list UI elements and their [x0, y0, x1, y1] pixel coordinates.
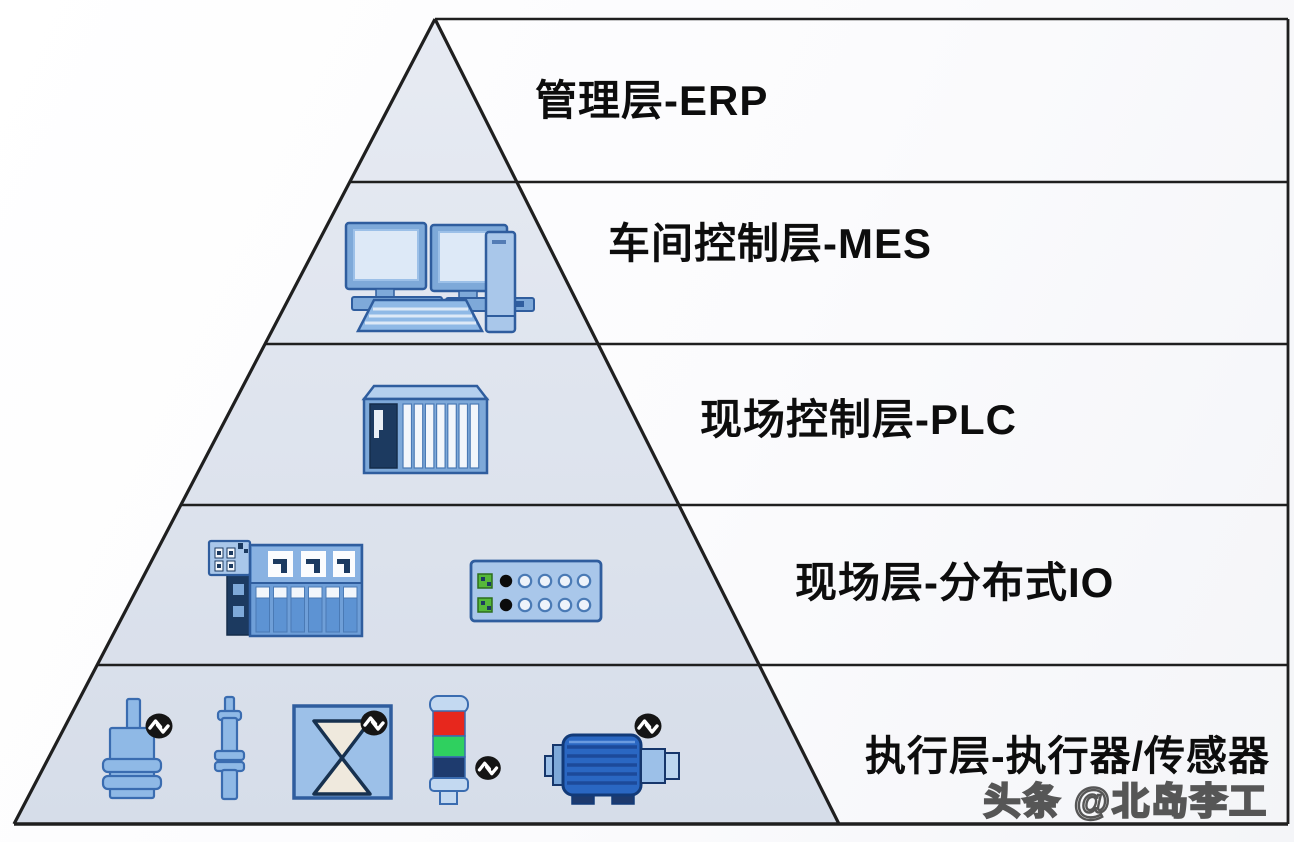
- workstation-icon: [344, 221, 535, 334]
- valve-icon: [292, 704, 393, 800]
- motor-icon: [544, 733, 680, 805]
- proximity-sensor-icon: [101, 697, 163, 800]
- comm-badge-icon: [473, 754, 503, 782]
- stack-light-icon: [429, 695, 469, 805]
- comm-badge-icon: [632, 711, 664, 741]
- cylinder-sensor-icon: [213, 695, 246, 801]
- comm-badge-icon: [358, 708, 390, 738]
- watermark: 头条 @北岛李工: [982, 781, 1268, 822]
- comm-badge-icon: [143, 711, 175, 741]
- plc-rack-icon: [361, 384, 490, 475]
- pyramid-left-edge: [12, 18, 437, 825]
- tier-label-mes: 车间控制层-MES: [608, 220, 933, 267]
- tier-label-plc: 现场控制层-PLC: [700, 396, 1017, 443]
- tier-label-erp: 管理层-ERP: [535, 77, 769, 124]
- pyramid-right-edge: [433, 18, 841, 825]
- tier-label-actuators-sensors: 执行层-执行器/传感器: [865, 733, 1271, 779]
- tier-label-distributed-io: 现场层-分布式IO: [795, 559, 1115, 606]
- distributed-io-module-icon: [207, 539, 364, 638]
- io-terminal-panel-icon: [469, 559, 603, 623]
